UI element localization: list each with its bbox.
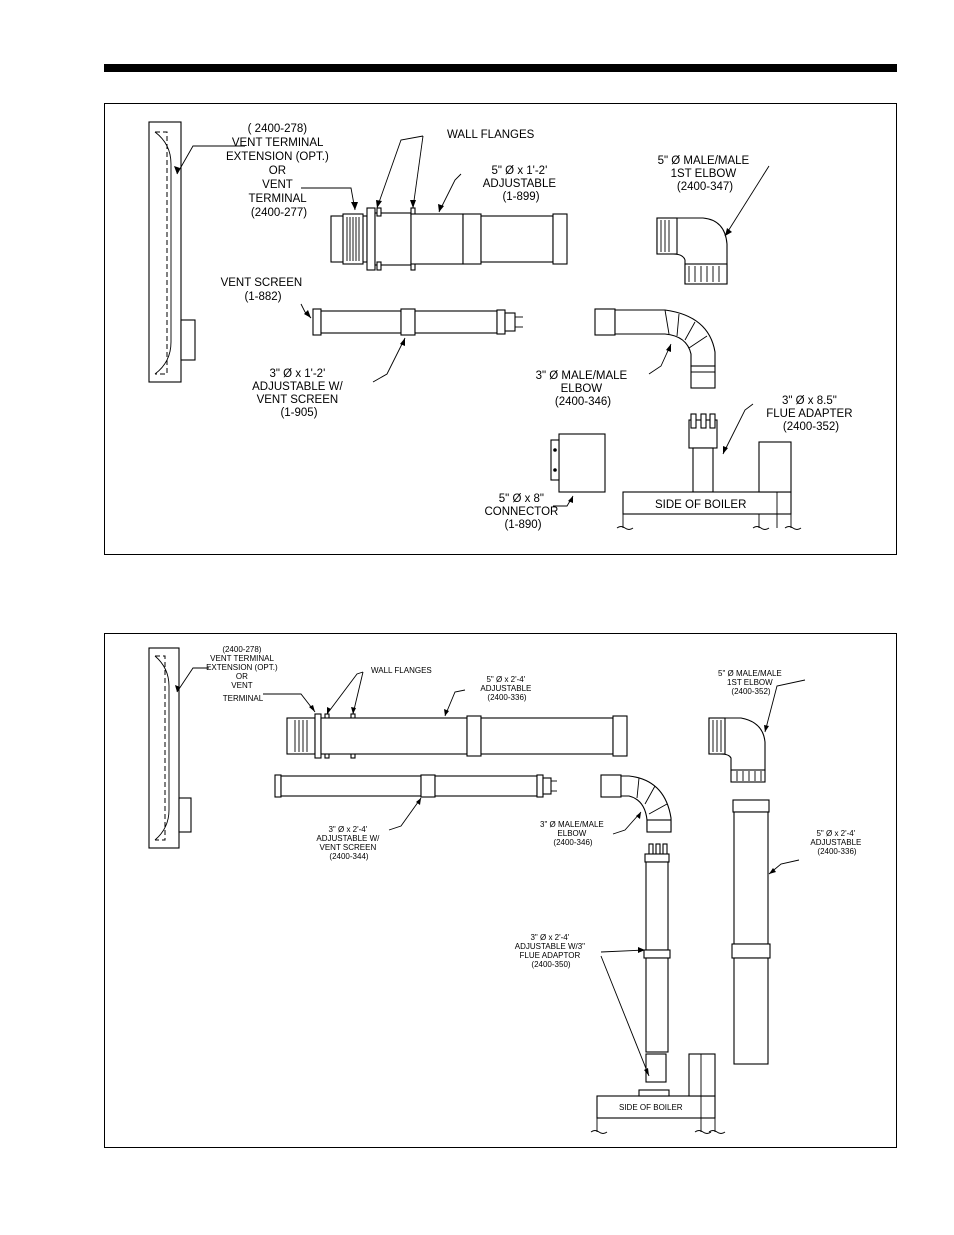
label-wall-flanges-1: WALL FLANGES — [447, 129, 535, 141]
label-adjustable-3in: 3" Ø x 1'-2' ADJUSTABLE W/ VENT SCREEN (… — [252, 368, 346, 419]
label-side-of-boiler-2: SIDE OF BOILER — [619, 1103, 683, 1112]
leader-lines-1 — [174, 135, 770, 507]
vent-terminal-5in-2 — [286, 713, 322, 759]
vent-terminal-extension — [148, 121, 196, 383]
wall-flanges-1 — [376, 207, 416, 271]
label-elbow-5in: 5" Ø MALE/MALE 1ST ELBOW (2400-347) — [658, 155, 753, 193]
adjustable-pipe-5in-right — [731, 799, 771, 1065]
label-side-of-boiler-1: SIDE OF BOILER — [655, 499, 746, 511]
label-vent-terminal-extension-2: (2400-278) VENT TERMINAL EXTENSION (OPT.… — [206, 645, 280, 703]
label-elbow-3in-2: 3" Ø MALE/MALE ELBOW (2400-346) — [540, 820, 606, 847]
vent-terminal-5in — [330, 207, 412, 271]
label-vent-screen: VENT SCREEN (1-882) — [221, 277, 306, 303]
terminal-ribs — [346, 217, 360, 261]
diagram-2-drawing: (2400-278) VENT TERMINAL EXTENSION (OPT.… — [148, 645, 863, 1134]
label-connector: 5" Ø x 8" CONNECTOR (1-890) — [484, 493, 561, 531]
elbow-5in — [656, 217, 728, 285]
leader-lines-2 — [175, 667, 806, 1077]
adjustable-pipe-3in-flue — [643, 843, 671, 1083]
diagram-1-drawing: ( 2400-278) VENT TERMINAL EXTENSION (OPT… — [148, 121, 855, 531]
vent-terminal-extension-2 — [148, 647, 192, 849]
adjustable-pipe-3in-screen-2 — [274, 774, 557, 798]
label-adjustable-3in-screen-2: 3" Ø x 2'-4' ADJUSTABLE W/ VENT SCREEN (… — [316, 825, 381, 861]
elbow-3in-2 — [600, 774, 672, 833]
diagram-panel-1: ( 2400-278) VENT TERMINAL EXTENSION (OPT… — [104, 103, 897, 555]
elbow-3in — [594, 308, 716, 389]
elbow-5in-2 — [708, 717, 766, 783]
adjustable-pipe-5in-top — [320, 715, 628, 757]
label-adjustable-5in-right: 5" Ø x 2'-4' ADJUSTABLE (2400-336) — [810, 829, 863, 856]
diagram-panel-2: (2400-278) VENT TERMINAL EXTENSION (OPT.… — [104, 633, 897, 1148]
adjustable-pipe-3in-screen — [312, 308, 523, 336]
label-adjustable-3in-flue: 3" Ø x 2'-4' ADJUSTABLE W/3" FLUE ADAPTO… — [515, 933, 588, 969]
connector-5in — [550, 433, 606, 493]
label-elbow-3in: 3" Ø MALE/MALE ELBOW (2400-346) — [536, 370, 631, 408]
label-flue-adapter: 3" Ø x 8.5" FLUE ADAPTER (2400-352) — [766, 395, 855, 433]
label-adjustable-5in-top: 5" Ø x 2'-4' ADJUSTABLE (2400-336) — [480, 675, 533, 702]
header-rule — [104, 64, 897, 72]
label-elbow-5in-2: 5" Ø MALE/MALE 1ST ELBOW (2400-352) — [718, 669, 784, 696]
label-adjustable-5in: 5" Ø x 1'-2' ADJUSTABLE (1-899) — [483, 165, 559, 203]
label-wall-flanges-2: WALL FLANGES — [371, 666, 432, 675]
boiler-side-2 — [590, 1053, 726, 1134]
label-vent-terminal-extension: ( 2400-278) VENT TERMINAL EXTENSION (OPT… — [226, 123, 332, 219]
flue-adapter — [688, 413, 718, 493]
adjustable-pipe-5in — [410, 213, 568, 265]
boiler-side-1 — [616, 441, 802, 530]
